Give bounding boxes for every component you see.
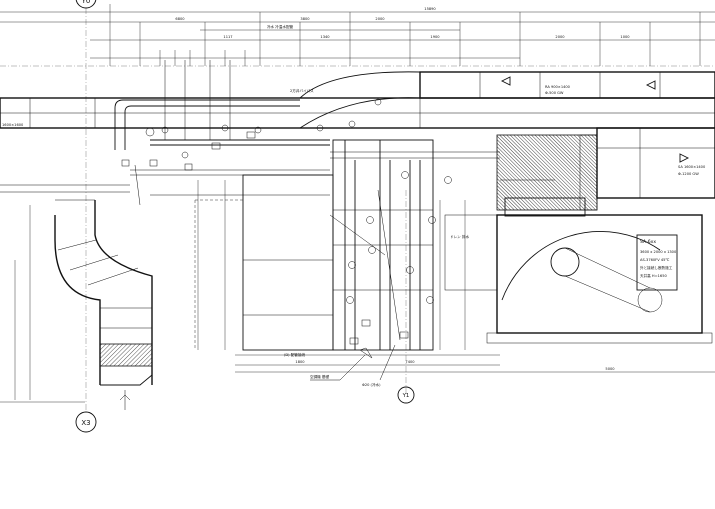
- grid-bubble-bottom: X3: [75, 411, 97, 433]
- equipment-line: 外と接続し断熱施工: [640, 265, 673, 270]
- duct-label-left: 1600×1600: [2, 123, 24, 127]
- grid-label-top: Y0: [81, 0, 91, 5]
- header-pipe-note: 冷水 冷温水配管: [267, 24, 294, 29]
- airflow-arrow-icon: [500, 76, 656, 90]
- upper-duct-run: RA 900×1400 Φ-500 GW 1600×1600: [0, 71, 715, 129]
- duct-label-ra-size: Φ-500 GW: [545, 91, 564, 95]
- overall-dimension: 15890: [424, 7, 436, 11]
- grid-bubble-mid: Y1: [397, 386, 415, 404]
- left-vertical-duct: [54, 199, 153, 410]
- dim-label: 6800: [175, 17, 185, 21]
- duct-label-sa: SA 1600×1400: [678, 165, 706, 169]
- bottom-dim: 5000: [605, 367, 615, 371]
- air-handling-unit: SA 1600×1400 Φ-1200 GW ドレン 排水: [444, 127, 715, 344]
- note-foundation: 空調機 基礎: [310, 374, 330, 379]
- equipment-title: SA-6xx: [640, 239, 656, 245]
- pipe-headers: 2方弁バイパス: [114, 60, 500, 176]
- room-outlines: 7400 1800 5000: [0, 174, 715, 403]
- leader-notes: 空調機 基礎 Φ20 (冷水) (D) 配管接続: [134, 164, 396, 387]
- equipment-line: 天井高 H=1650: [640, 273, 667, 278]
- grid-label-mid: Y1: [402, 393, 410, 399]
- dim-label: 3800: [300, 17, 310, 21]
- bottom-dim: 1800: [295, 360, 305, 364]
- valve-cluster-upper: [121, 98, 382, 171]
- valve-note: 2方弁バイパス: [290, 88, 314, 93]
- grid-lines: [0, 8, 715, 412]
- dim-label: 1340: [320, 35, 330, 39]
- top-dimension-chain: 15890 6800 3800 2000 1117 1900 1340 2000…: [0, 4, 715, 66]
- equipment-line: 3600 x 2000 x 1300: [640, 250, 677, 254]
- dim-label: 1000: [620, 35, 630, 39]
- duct-label-sa-size: Φ-1200 GW: [678, 172, 699, 176]
- airflow-arrow-icon: [679, 153, 690, 163]
- detail-lines: [0, 179, 555, 400]
- note-pipe: Φ20 (冷水): [362, 382, 381, 387]
- grid-bubble-top: Y0: [75, 0, 97, 9]
- pipe-shaft: [329, 139, 452, 359]
- grid-label-bottom: X3: [81, 419, 90, 427]
- bottom-dim: 7400: [405, 360, 415, 364]
- dim-label: 1900: [430, 35, 440, 39]
- equipment-line: AS-3760FV 45℃: [640, 258, 669, 262]
- drain-note: ドレン 排水: [450, 234, 470, 239]
- dim-label: 2000: [375, 17, 385, 21]
- duct-label-ra: RA 900×1400: [545, 85, 571, 89]
- dim-label: 1117: [223, 35, 232, 39]
- dim-label: 2000: [555, 35, 565, 39]
- note-connection: (D) 配管接続: [284, 352, 305, 357]
- equipment-info-box: SA-6xx 3600 x 2000 x 1300 AS-3760FV 45℃ …: [636, 234, 678, 291]
